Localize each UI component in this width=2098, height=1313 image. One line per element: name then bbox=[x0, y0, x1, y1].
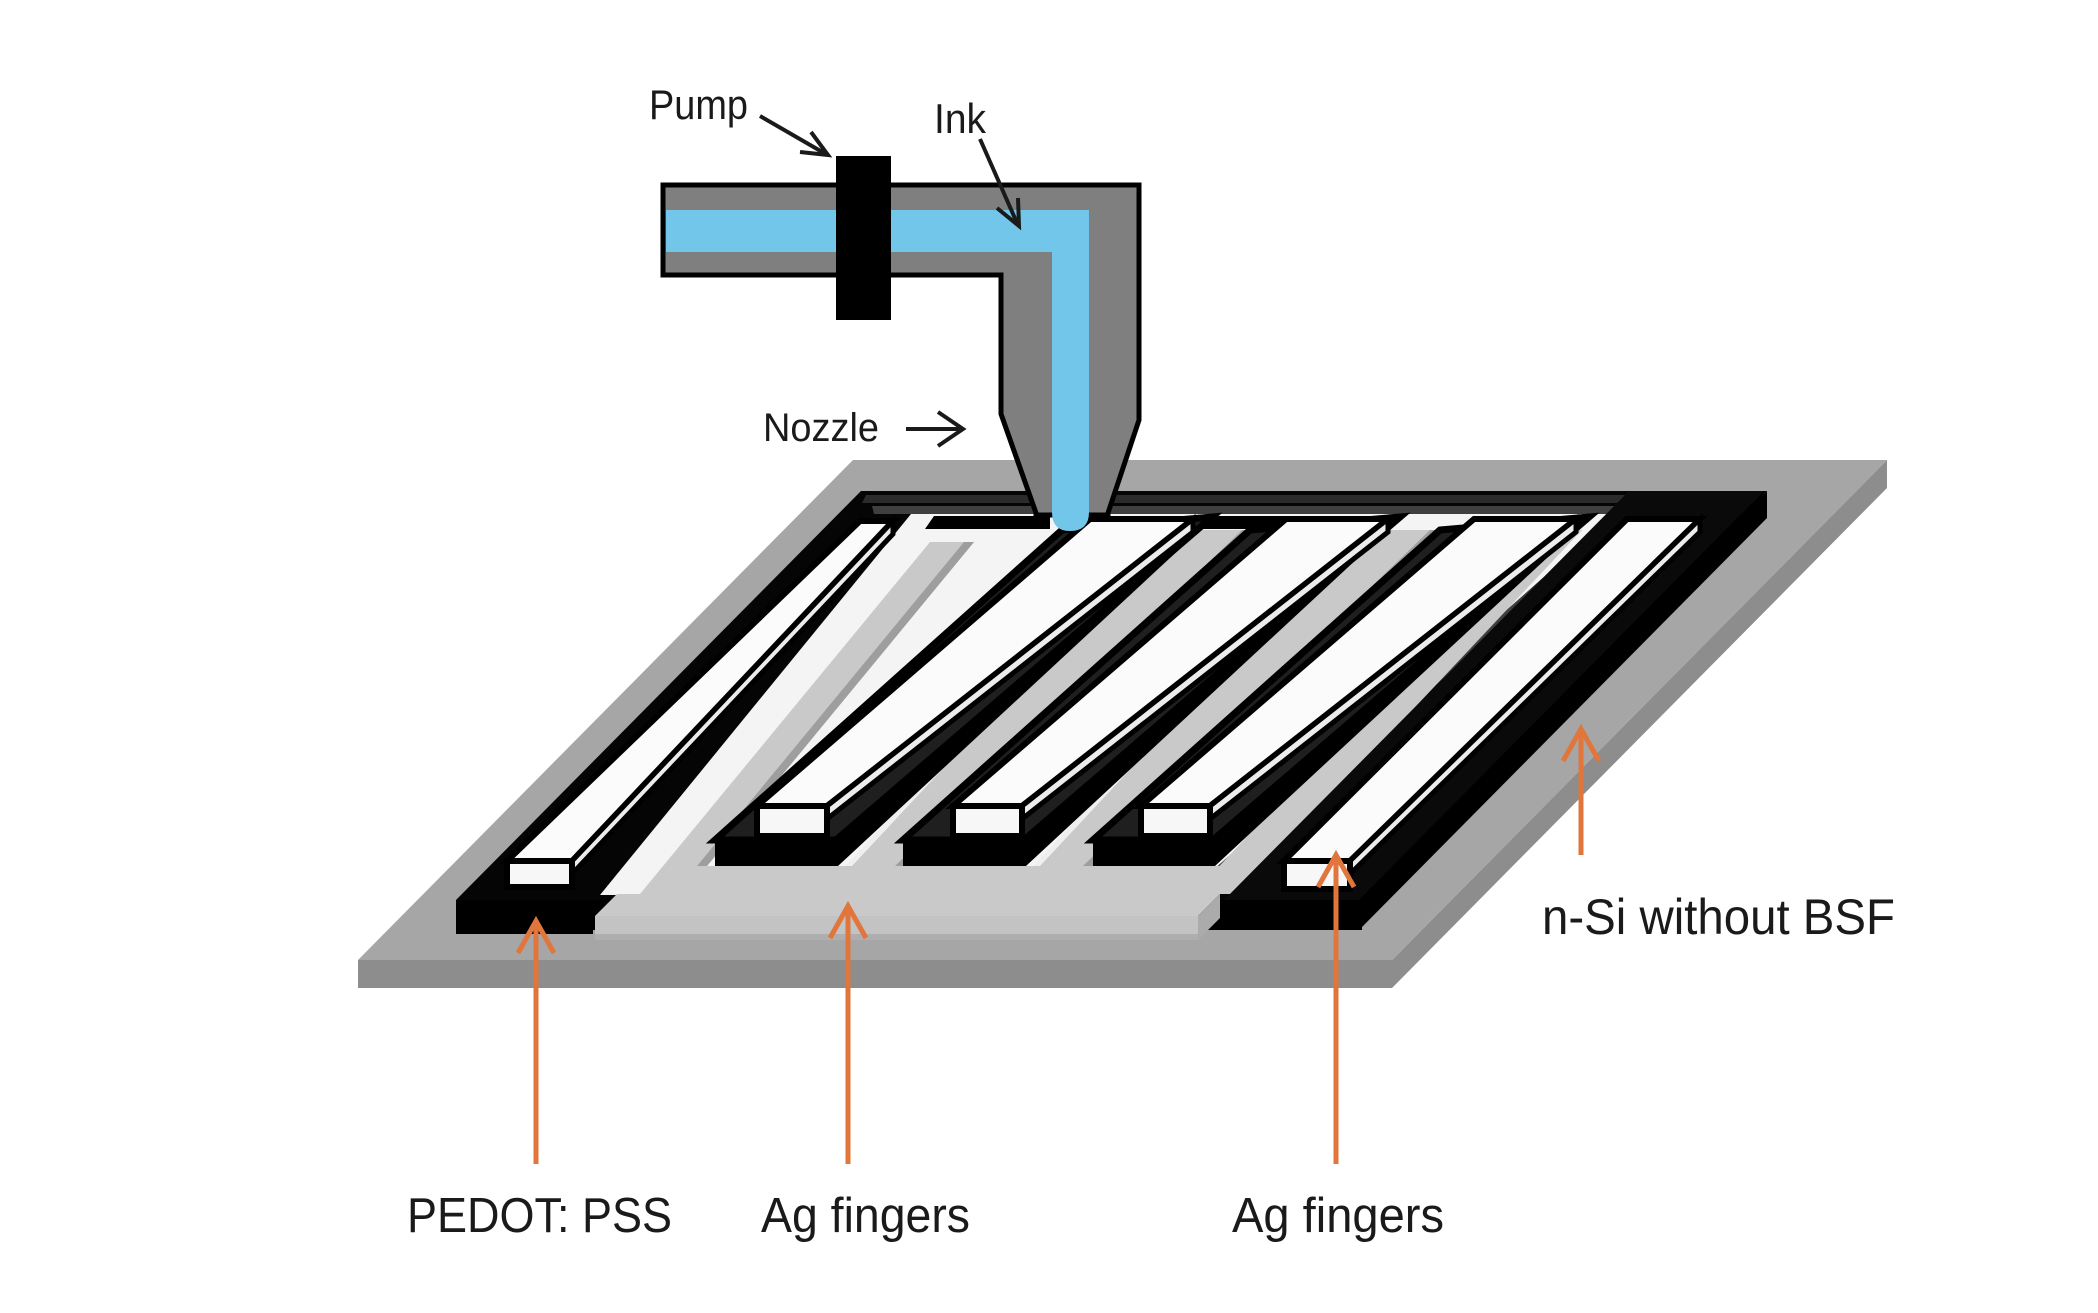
svg-text:n-Si without BSF: n-Si without BSF bbox=[1542, 889, 1895, 945]
svg-text:Ink: Ink bbox=[934, 95, 987, 142]
svg-text:Nozzle: Nozzle bbox=[763, 406, 879, 450]
svg-text:PEDOT: PSS: PEDOT: PSS bbox=[407, 1189, 672, 1243]
svg-text:Ag fingers: Ag fingers bbox=[1232, 1189, 1444, 1243]
svg-text:Ag fingers: Ag fingers bbox=[761, 1189, 970, 1243]
svg-text:Pump: Pump bbox=[649, 81, 748, 128]
